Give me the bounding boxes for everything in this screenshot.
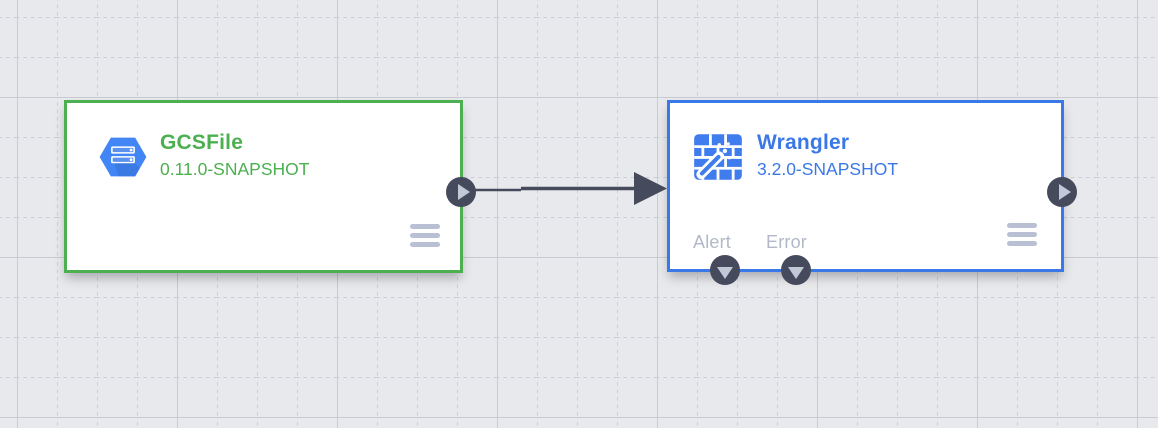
wrangler-wand-icon [692,131,744,183]
play-icon [1058,184,1071,200]
output-port[interactable] [446,177,476,207]
node-title: Wrangler [757,131,850,154]
alert-port[interactable] [710,255,740,285]
error-port-label: Error [766,232,807,252]
gcs-bucket-icon [96,130,150,184]
triangle-down-icon [717,266,733,279]
node-title: GCSFile [160,131,244,154]
hamburger-menu-icon[interactable] [1007,223,1037,246]
node-wrangler[interactable]: Wrangler 3.2.0-SNAPSHOT Alert Error [667,100,1077,285]
node-gcsfile[interactable]: GCSFile 0.11.0-SNAPSHOT [64,100,476,273]
hamburger-menu-icon[interactable] [410,224,440,247]
alert-port-label: Alert [693,232,732,252]
node-version: 3.2.0-SNAPSHOT [757,159,899,179]
output-port[interactable] [1047,177,1077,207]
error-port[interactable] [781,255,811,285]
triangle-down-icon [788,266,804,279]
play-icon [457,184,470,200]
node-version: 0.11.0-SNAPSHOT [160,159,310,179]
